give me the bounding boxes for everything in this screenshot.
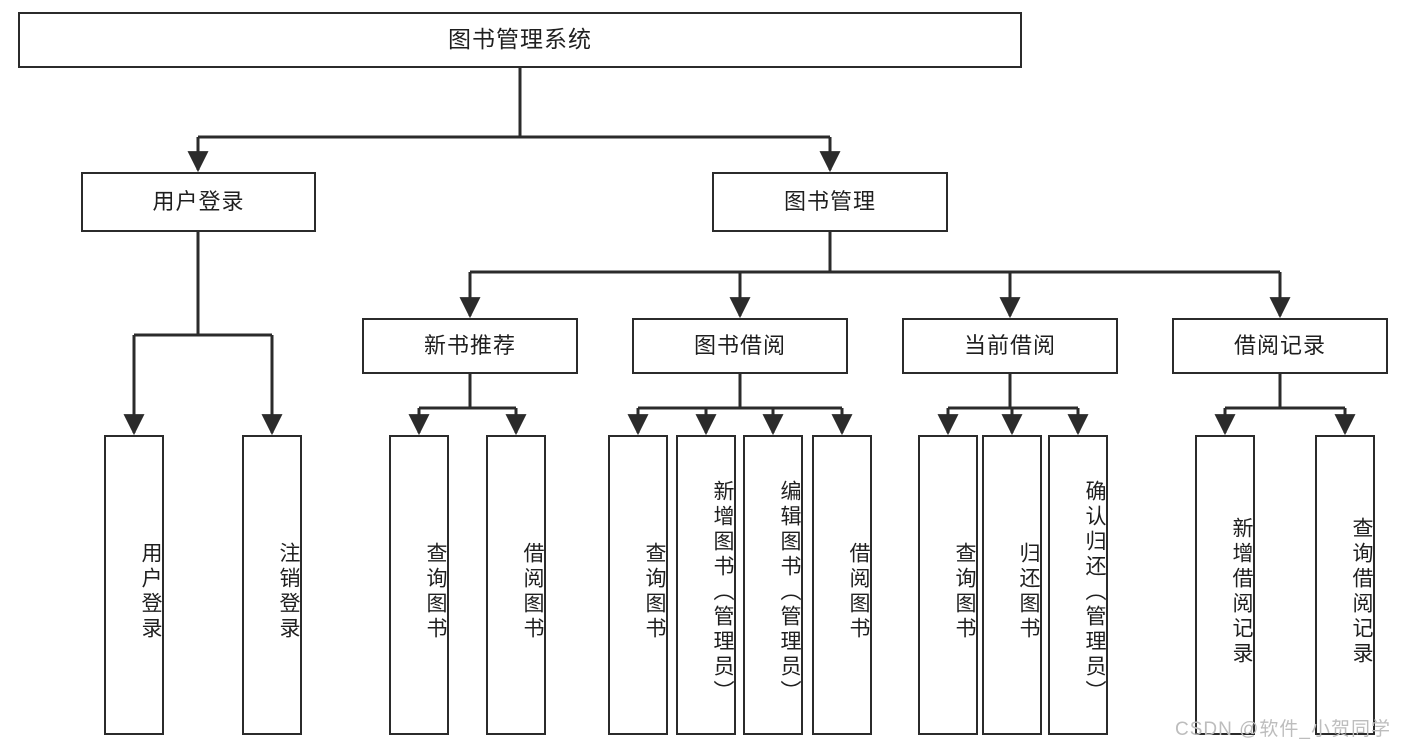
node-leaf-10[interactable]: 归还图书: [982, 435, 1042, 735]
leaf-label: 编辑图书（管理员）: [778, 479, 801, 705]
node-root[interactable]: 图书管理系统: [18, 12, 1022, 68]
leaf-label: 用户登录: [139, 542, 162, 642]
node-leaf-7[interactable]: 编辑图书（管理员）: [743, 435, 803, 735]
node-level3-2[interactable]: 图书借阅: [632, 318, 848, 374]
node-level2-1[interactable]: 用户登录: [81, 172, 316, 232]
node-leaf-5[interactable]: 查询图书: [608, 435, 668, 735]
node-leaf-3[interactable]: 查询图书: [389, 435, 449, 735]
leaf-label: 查询图书: [953, 542, 976, 642]
leaf-label: 查询图书: [424, 542, 447, 642]
leaf-label: 新增借阅记录: [1230, 517, 1253, 667]
node-level2-2[interactable]: 图书管理: [712, 172, 948, 232]
leaf-label: 注销登录: [277, 542, 300, 642]
node-level3-4[interactable]: 借阅记录: [1172, 318, 1388, 374]
leaf-label: 借阅图书: [521, 542, 544, 642]
node-leaf-13[interactable]: 查询借阅记录: [1315, 435, 1375, 735]
node-level3-1[interactable]: 新书推荐: [362, 318, 578, 374]
leaf-label: 查询图书: [643, 542, 666, 642]
leaf-label: 借阅图书: [847, 542, 870, 642]
node-leaf-2[interactable]: 注销登录: [242, 435, 302, 735]
node-leaf-4[interactable]: 借阅图书: [486, 435, 546, 735]
leaf-label: 确认归还（管理员）: [1083, 479, 1106, 705]
leaf-label: 新增图书（管理员）: [711, 479, 734, 705]
node-leaf-1[interactable]: 用户登录: [104, 435, 164, 735]
leaf-label: 查询借阅记录: [1350, 517, 1373, 667]
node-leaf-9[interactable]: 查询图书: [918, 435, 978, 735]
csdn-watermark: CSDN @软件_小贺同学: [1175, 719, 1391, 740]
node-leaf-8[interactable]: 借阅图书: [812, 435, 872, 735]
node-leaf-11[interactable]: 确认归还（管理员）: [1048, 435, 1108, 735]
node-leaf-6[interactable]: 新增图书（管理员）: [676, 435, 736, 735]
node-level3-3[interactable]: 当前借阅: [902, 318, 1118, 374]
leaf-label: 归还图书: [1017, 542, 1040, 642]
node-leaf-12[interactable]: 新增借阅记录: [1195, 435, 1255, 735]
